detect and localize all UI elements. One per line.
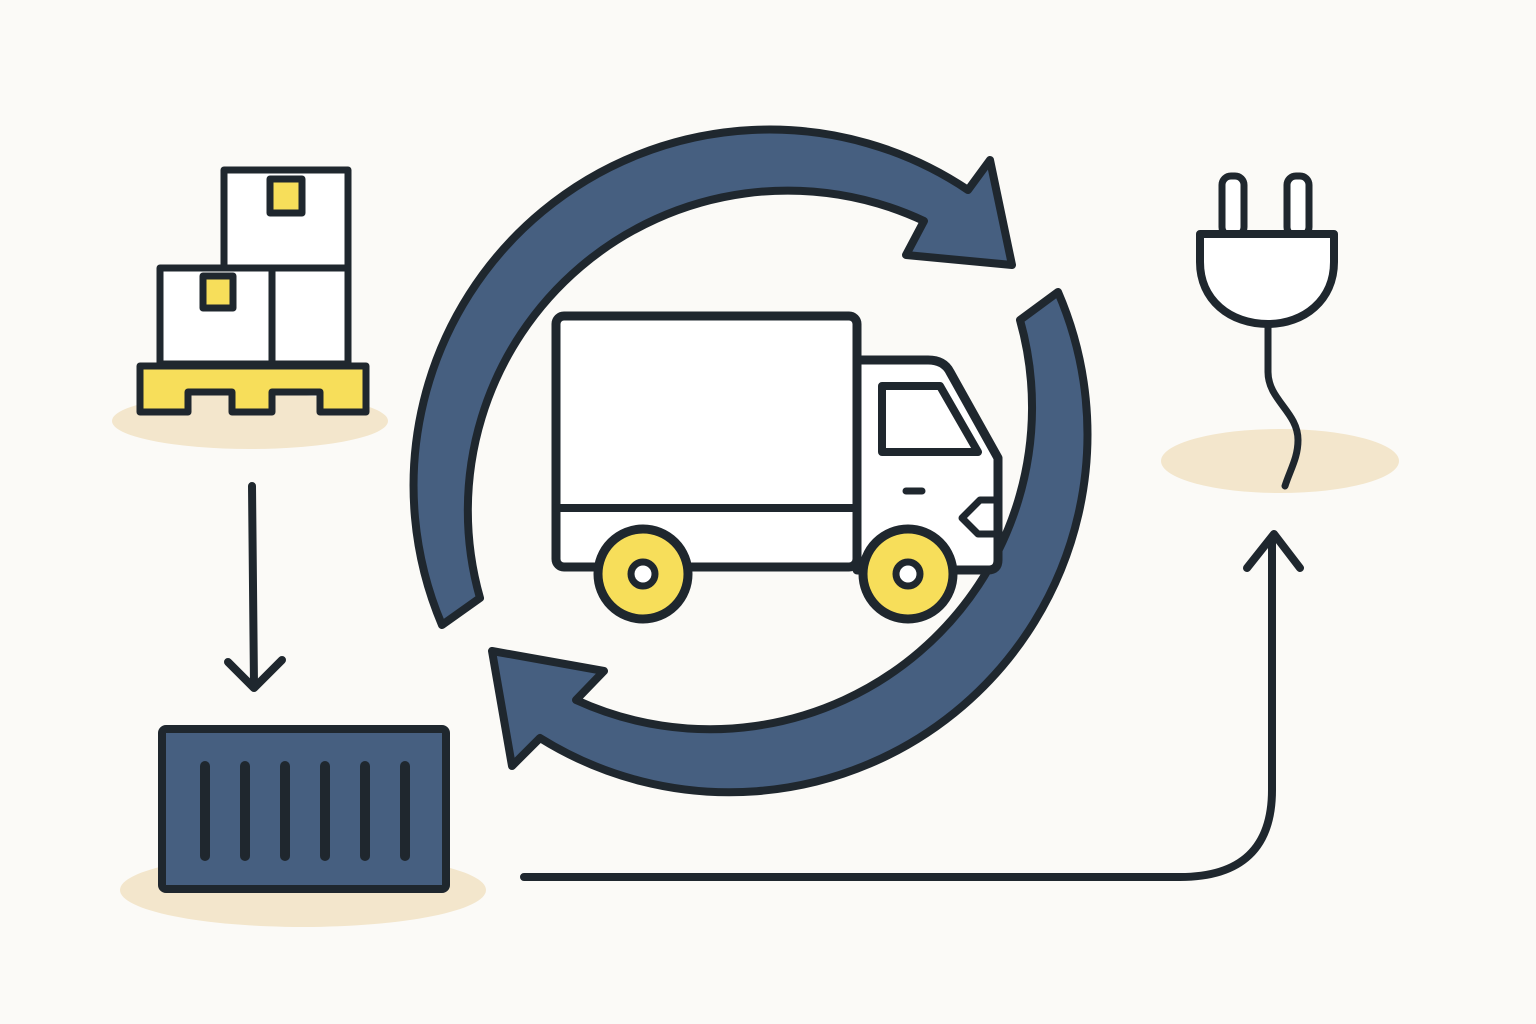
- bottom-right-box: [268, 264, 352, 368]
- pallet: [136, 362, 370, 416]
- shipping-container-icon: [158, 725, 450, 893]
- container-ridges: [200, 761, 410, 861]
- truck-cargo-box: [551, 311, 862, 572]
- container-body: [158, 725, 450, 893]
- truck-headlight: [958, 496, 1002, 538]
- plug-shadow: [1161, 429, 1399, 493]
- cycle-arrow-top: [409, 125, 1016, 629]
- plug-head: [1196, 230, 1338, 328]
- truck-wheel-rear: [593, 524, 693, 624]
- bottom-left-box-tape: [199, 272, 237, 312]
- delivery-truck-icon: [551, 311, 1003, 624]
- plug-prong-right: [1283, 172, 1313, 240]
- electric-plug-icon: [1196, 172, 1338, 490]
- plug-prong-left: [1218, 172, 1248, 240]
- boxes-on-pallet-icon: [136, 166, 370, 416]
- arrow-down-icon: [224, 482, 286, 692]
- arrow-curved-up-icon: [520, 530, 1304, 881]
- truck-wheel-front: [858, 524, 958, 624]
- truck-cab-window: [878, 382, 982, 456]
- plug-cord: [1264, 322, 1302, 490]
- top-box-tape: [266, 175, 306, 217]
